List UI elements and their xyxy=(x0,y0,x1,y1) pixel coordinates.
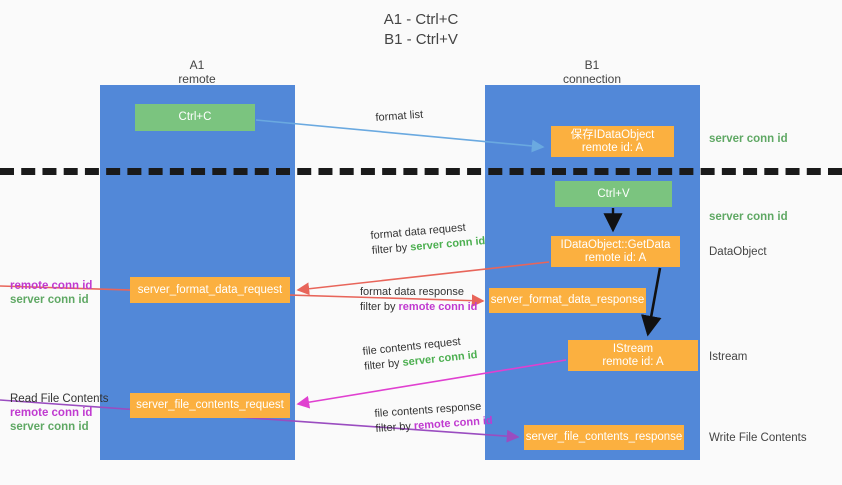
label-istream: Istream xyxy=(709,351,748,363)
label-server-conn-id-1: server conn id xyxy=(709,133,788,145)
left-label-1-server: server conn id xyxy=(10,294,89,306)
arrow-format-list xyxy=(255,119,545,153)
column-a1-name: A1 xyxy=(189,58,205,72)
column-a1-sub: remote xyxy=(178,72,216,86)
box-ctrl-c[interactable]: Ctrl+C xyxy=(135,104,255,131)
title-line-2: B1 - Ctrl+V xyxy=(384,31,458,48)
left-label-2-server: server conn id xyxy=(10,421,89,433)
box-ctrl-v[interactable]: Ctrl+V xyxy=(555,181,672,207)
phase-divider xyxy=(0,168,842,175)
edge-label-fdreq-filter-prefix: filter by xyxy=(371,241,411,257)
box-getdata-line1: IDataObject::GetData xyxy=(560,238,671,251)
arrow-getdata-to-istream xyxy=(641,267,662,337)
box-sfdresp-label: server_format_data_response xyxy=(490,294,645,306)
box-sfcresp-label: server_file_contents_response xyxy=(525,431,683,443)
label-write-file-contents: Write File Contents xyxy=(709,432,807,444)
box-save-idataobject-line1: 保存IDataObject xyxy=(570,128,655,141)
edge-label-fdresp-filter-value: remote conn id xyxy=(398,301,478,313)
column-header-a1: A1 remote xyxy=(117,58,277,86)
box-sfdreq-label: server_format_data_request xyxy=(137,283,283,296)
arrow-file-contents-response xyxy=(0,399,520,443)
box-ctrl-v-line1: Ctrl+V xyxy=(597,187,630,200)
box-istream-line1: IStream xyxy=(612,342,654,355)
column-b1-name: B1 xyxy=(584,58,600,72)
edge-label-fcreq-filter-prefix: filter by xyxy=(363,356,404,373)
label-server-conn-id-2: server conn id xyxy=(709,211,788,223)
left-label-1-remote: remote conn id xyxy=(10,280,93,292)
edge-label-fcresp-filter-prefix: filter by xyxy=(375,420,415,435)
left-label-2-remote: remote conn id xyxy=(10,407,93,419)
box-save-idataobject-line2: remote id: A xyxy=(581,141,644,154)
label-dataobject: DataObject xyxy=(709,246,767,258)
box-istream-line2: remote id: A xyxy=(602,355,664,368)
box-save-idataobject[interactable]: 保存IDataObject remote id: A xyxy=(551,126,674,157)
page-title: A1 - Ctrl+C B1 - Ctrl+V xyxy=(0,10,842,50)
box-ctrl-c-line1: Ctrl+C xyxy=(178,111,212,123)
box-server-file-contents-request[interactable]: server_file_contents_request xyxy=(130,393,290,418)
box-server-file-contents-response[interactable]: server_file_contents_response xyxy=(524,425,684,450)
arrow-file-contents-request xyxy=(296,359,567,409)
edge-label-format-data-response: format data response filter by remote co… xyxy=(360,285,477,315)
box-server-format-data-request[interactable]: server_format_data_request xyxy=(130,277,290,303)
title-line-1: A1 - Ctrl+C xyxy=(383,11,459,28)
box-sfcreq-label: server_file_contents_request xyxy=(136,399,284,411)
column-header-b1: B1 connection xyxy=(512,58,672,86)
box-idataobject-getdata[interactable]: IDataObject::GetData remote id: A xyxy=(551,236,680,267)
left-label-group-2: Read File Contents remote conn id server… xyxy=(10,392,108,434)
edge-label-fdresp-text: format data response xyxy=(360,286,464,298)
box-getdata-line2: remote id: A xyxy=(584,251,647,264)
edge-label-fdresp-filter-prefix: filter by xyxy=(360,301,399,313)
left-label-2-title: Read File Contents xyxy=(10,393,109,405)
column-b1-sub: connection xyxy=(562,72,622,86)
arrow-format-data-request xyxy=(296,261,550,296)
box-istream[interactable]: IStream remote id: A xyxy=(568,340,698,371)
box-server-format-data-response[interactable]: server_format_data_response xyxy=(489,288,646,313)
left-label-group-1: remote conn id server conn id xyxy=(10,279,92,307)
